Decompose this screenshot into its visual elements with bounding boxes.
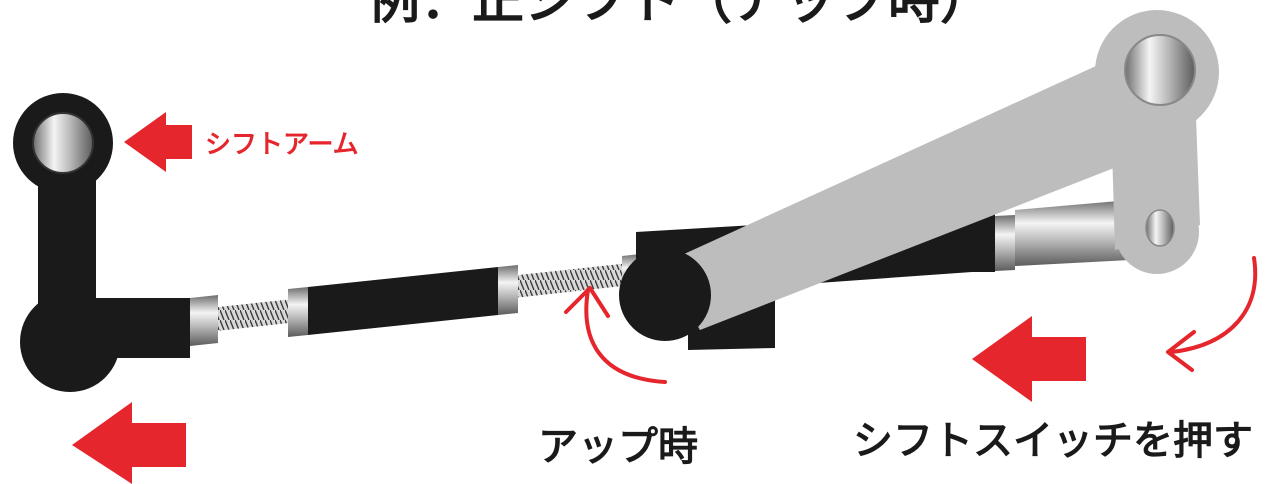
- up-rotation-arrowhead: [564, 286, 610, 318]
- shift-arm-pointer-arrow: [124, 112, 192, 172]
- switch-movement-arrow: [972, 316, 1086, 402]
- shift-arm-label: シフトアーム: [205, 130, 359, 160]
- up-rotation-arrow: [584, 288, 667, 384]
- up-time-label: アップ時: [538, 424, 698, 470]
- shift-lever: [619, 10, 1219, 341]
- linkage-rod: [190, 254, 640, 346]
- push-switch-label: シフトスイッチを押す: [853, 418, 1253, 464]
- shift-arm: [13, 93, 190, 392]
- switch-rotation-arrow: [1170, 256, 1258, 354]
- left-movement-arrow: [72, 402, 186, 484]
- diagram-title: 例：正シフト（アップ時）: [368, 0, 992, 31]
- switch-rotation-arrowhead: [1166, 330, 1196, 372]
